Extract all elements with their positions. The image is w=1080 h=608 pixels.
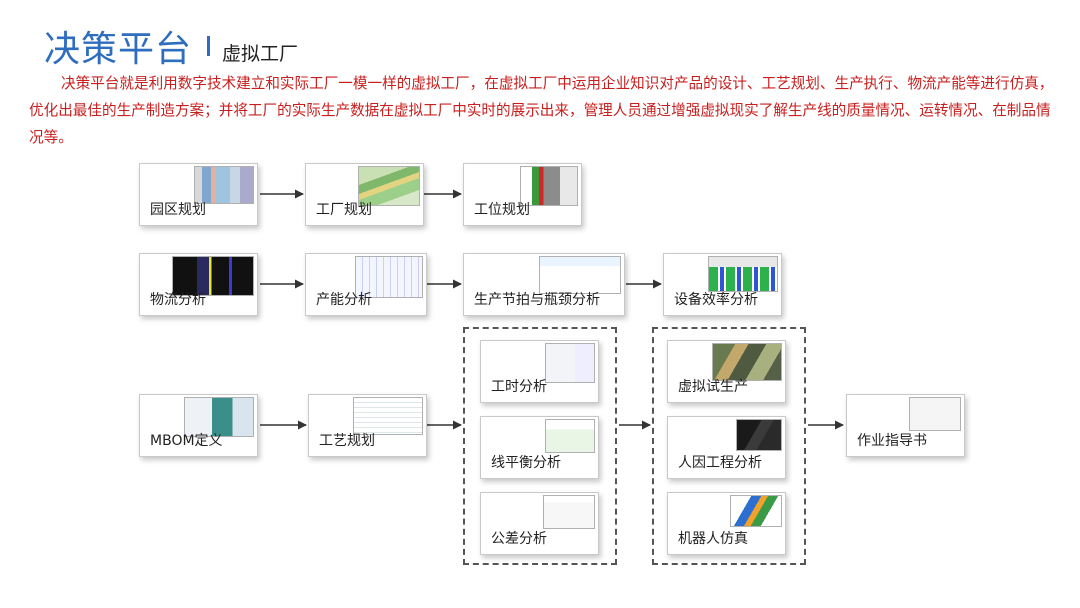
node-work-instruction: 作业指导书 xyxy=(846,394,965,457)
station-planning-thumbnail xyxy=(520,166,578,206)
node-label: 工艺规划 xyxy=(319,433,375,449)
node-capacity-analysis: 产能分析 xyxy=(305,253,427,316)
page-title: 决策平台 xyxy=(44,29,193,70)
node-virtual-trial-production: 虚拟试生产 xyxy=(667,340,786,403)
node-label: 作业指导书 xyxy=(857,433,927,449)
factory-planning-thumbnail xyxy=(358,166,420,206)
node-label: 人因工程分析 xyxy=(678,455,762,471)
work-time-thumbnail xyxy=(545,343,595,383)
node-label: 产能分析 xyxy=(316,292,372,308)
intro-paragraph: 决策平台就是利用数字技术建立和实际工厂一模一样的虚拟工厂，在虚拟工厂中运用企业知… xyxy=(29,75,1054,146)
node-label: 工厂规划 xyxy=(316,202,372,218)
analysis-group-frame xyxy=(463,327,617,565)
page-subtitle: 虚拟工厂 xyxy=(222,43,299,65)
node-label: 工位规划 xyxy=(474,202,530,218)
tolerance-thumbnail xyxy=(543,495,595,529)
node-park-planning: 园区规划 xyxy=(139,163,258,226)
node-label: 线平衡分析 xyxy=(491,455,561,471)
node-work-time-analysis: 工时分析 xyxy=(480,340,599,403)
oee-thumbnail xyxy=(708,256,778,292)
node-line-balance-analysis: 线平衡分析 xyxy=(480,416,599,479)
logistics-thumbnail xyxy=(172,256,254,296)
node-tolerance-analysis: 公差分析 xyxy=(480,492,599,555)
virtual-trial-thumbnail xyxy=(712,343,782,381)
node-label: 园区规划 xyxy=(150,202,206,218)
node-label: 设备效率分析 xyxy=(674,292,758,308)
robot-thumbnail xyxy=(730,495,782,527)
ergonomics-thumbnail xyxy=(736,419,782,451)
node-mbom-definition: MBOM定义 xyxy=(139,394,258,457)
mbom-thumbnail xyxy=(184,397,254,437)
work-instruction-thumbnail xyxy=(909,397,961,431)
node-label: 虚拟试生产 xyxy=(678,379,748,395)
node-label: 机器人仿真 xyxy=(678,531,748,547)
node-takt-bottleneck-analysis: 生产节拍与瓶颈分析 xyxy=(463,253,625,316)
node-robot-simulation: 机器人仿真 xyxy=(667,492,786,555)
node-label: 工时分析 xyxy=(491,379,547,395)
node-label: 生产节拍与瓶颈分析 xyxy=(474,292,600,308)
capacity-thumbnail xyxy=(355,256,423,298)
node-station-planning: 工位规划 xyxy=(463,163,582,226)
node-logistics-analysis: 物流分析 xyxy=(139,253,258,316)
park-planning-thumbnail xyxy=(194,166,254,204)
title-divider xyxy=(207,36,210,56)
node-process-planning: 工艺规划 xyxy=(308,394,427,457)
node-equipment-efficiency-analysis: 设备效率分析 xyxy=(663,253,782,316)
node-label: MBOM定义 xyxy=(150,433,223,449)
line-balance-thumbnail xyxy=(545,419,595,453)
node-label: 公差分析 xyxy=(491,531,547,547)
process-thumbnail xyxy=(353,397,423,435)
simulation-group-frame xyxy=(652,327,806,565)
node-factory-planning: 工厂规划 xyxy=(305,163,424,226)
takt-thumbnail xyxy=(539,256,621,294)
node-ergonomics-analysis: 人因工程分析 xyxy=(667,416,786,479)
node-label: 物流分析 xyxy=(150,292,206,308)
